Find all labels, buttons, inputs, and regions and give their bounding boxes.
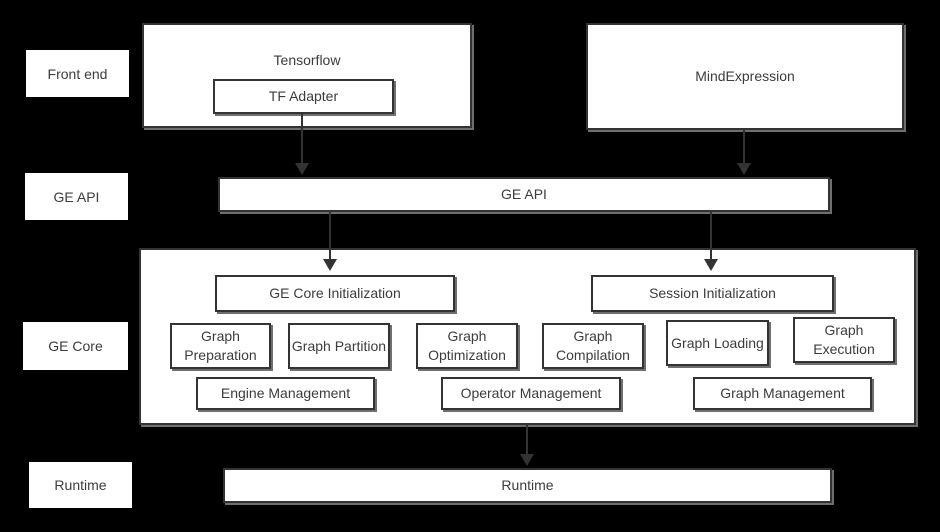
arrow-head-icon [295, 163, 309, 175]
arrow-shaft [743, 130, 745, 164]
arrow-head-icon [737, 163, 751, 175]
arrow-shaft [301, 114, 303, 164]
tensorflow-box: Tensorflow TF Adapter [142, 23, 472, 128]
side-label-ge-core-text: GE Core [48, 338, 103, 354]
side-label-front-end: Front end [26, 50, 129, 97]
side-label-runtime: Runtime [29, 462, 132, 508]
engine-management-label: Engine Management [220, 385, 351, 401]
arrow-ge-api-to-session-initialization [704, 212, 718, 271]
arrow-shaft [329, 212, 331, 260]
tf-adapter-box: TF Adapter [213, 79, 394, 114]
graph-loading-label: Graph Loading [671, 334, 764, 351]
ge-core-box: GE Core Initialization Session Initializ… [139, 248, 916, 425]
side-label-runtime-text: Runtime [54, 477, 107, 493]
runtime-bar: Runtime [223, 468, 832, 503]
mindexpression-label: MindExpression [695, 68, 795, 84]
arrow-head-icon [520, 454, 534, 466]
ge-api-bar-label: GE API [501, 186, 547, 202]
session-initialization-box: Session Initialization [591, 275, 834, 312]
mindexpression-box: MindExpression [586, 23, 904, 130]
operator-management-box: Operator Management [441, 377, 621, 410]
graph-partition-label: Graph Partition [291, 337, 387, 354]
graph-loading-box: Graph Loading [666, 320, 769, 366]
graph-management-label: Graph Management [720, 385, 845, 401]
arrow-tf-adapter-to-ge-api [295, 114, 309, 175]
ge-api-bar: GE API [218, 177, 830, 212]
ge-core-initialization-label: GE Core Initialization [269, 285, 401, 301]
graph-preparation-box: Graph Preparation [170, 323, 271, 369]
side-label-ge-api-text: GE API [53, 188, 100, 205]
arrow-head-icon [323, 259, 337, 271]
engine-management-box: Engine Management [196, 377, 375, 410]
arrow-head-icon [704, 259, 718, 271]
tf-adapter-label: TF Adapter [268, 88, 339, 104]
graph-compilation-label: Graph Compilation [556, 328, 630, 363]
runtime-bar-label: Runtime [501, 477, 554, 493]
side-label-front-end-text: Front end [47, 65, 108, 82]
graph-compilation-box: Graph Compilation [542, 323, 644, 369]
arrow-mindexpression-to-ge-api [737, 130, 751, 175]
session-initialization-label: Session Initialization [649, 285, 776, 301]
operator-management-label: Operator Management [460, 385, 602, 401]
side-label-ge-api: GE API [25, 173, 128, 220]
arrow-ge-core-to-runtime [520, 425, 534, 466]
ge-core-initialization-box: GE Core Initialization [215, 275, 455, 312]
graph-management-box: Graph Management [693, 377, 872, 410]
side-label-ge-core: GE Core [23, 322, 128, 370]
arrow-shaft [526, 425, 528, 455]
graph-execution-label: Graph Execution [813, 322, 875, 357]
arrow-shaft [710, 212, 712, 260]
graph-optimization-box: Graph Optimization [416, 323, 518, 369]
graph-preparation-label: Graph Preparation [184, 328, 257, 363]
arrow-ge-api-to-ge-core-initialization [323, 212, 337, 271]
tensorflow-label: Tensorflow [273, 52, 341, 68]
graph-partition-box: Graph Partition [288, 323, 390, 369]
graph-optimization-label: Graph Optimization [428, 328, 506, 363]
graph-execution-box: Graph Execution [793, 317, 895, 363]
